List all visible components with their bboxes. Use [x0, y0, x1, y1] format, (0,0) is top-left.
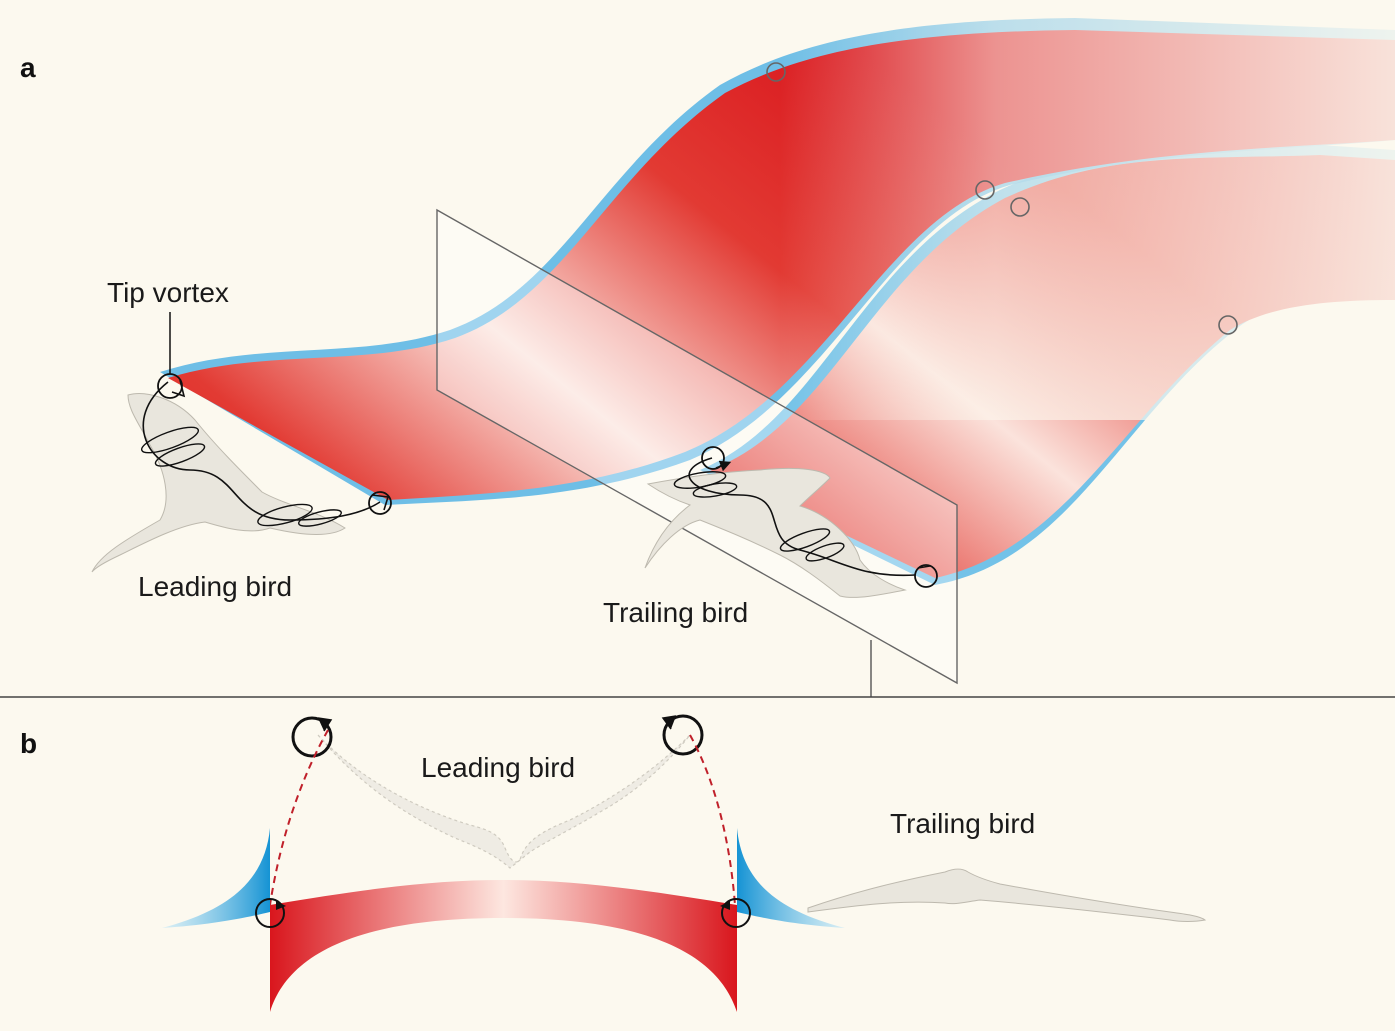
lower-tip-vortex-left	[255, 898, 286, 928]
downwash-wedge-right	[737, 828, 845, 928]
leading-bird-swirls	[140, 426, 343, 527]
trailing-bird-silhouette-a	[644, 467, 907, 598]
tip-vortex-ring-left-trailing	[701, 446, 732, 472]
downwash-wedge-left	[162, 828, 270, 928]
vortex-descent-right	[689, 734, 736, 906]
panel-a-letter: a	[20, 52, 36, 83]
upper-tip-vortex-left	[291, 716, 333, 758]
panel-b-artwork	[162, 714, 1207, 1012]
panel-b-letter: b	[20, 728, 38, 759]
upper-tip-vortex-right	[661, 714, 704, 756]
leading-bird-wingtip-path	[142, 381, 381, 521]
panel-a-artwork	[91, 0, 1395, 697]
tip-vortex-ring-right-trailing	[914, 564, 938, 588]
trailing-bird-swirls	[673, 471, 845, 562]
label-leading-bird-a: Leading bird	[138, 571, 293, 602]
upwash-band	[270, 880, 737, 1012]
vortex-descent-left	[269, 729, 329, 906]
trailing-bird-front-view	[807, 868, 1207, 922]
leading-bird-front-view	[317, 734, 691, 869]
trailing-bird-wingtip-path	[688, 457, 916, 577]
tip-vortex-ring-right-a	[368, 491, 392, 515]
label-trailing-bird-a: Trailing bird	[603, 597, 749, 628]
label-trailing-bird-b: Trailing bird	[890, 808, 1036, 839]
wake-vortex-markers	[766, 62, 1238, 335]
wake-fade-overlay	[780, 0, 1395, 420]
label-tip-vortex: Tip vortex	[107, 277, 229, 308]
label-leading-bird-b: Leading bird	[421, 752, 576, 783]
lower-tip-vortex-right	[720, 898, 751, 928]
